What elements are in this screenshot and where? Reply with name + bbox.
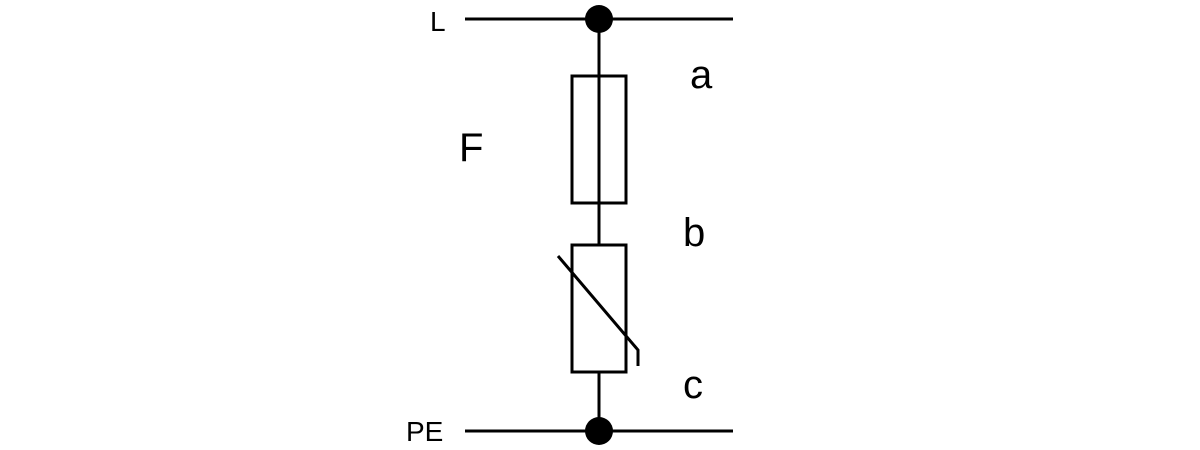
varistor-body xyxy=(570,243,628,374)
junction-dot-top xyxy=(585,5,613,33)
point-b-label: b xyxy=(683,211,705,255)
line-label: L xyxy=(430,6,446,37)
varistor-symbol xyxy=(556,243,640,374)
point-c-label: c xyxy=(683,363,703,407)
junction-dot-bottom xyxy=(585,417,613,445)
varistor-nonlinear-line xyxy=(556,255,640,366)
point-a-label: a xyxy=(690,53,713,97)
pe-label: PE xyxy=(406,416,443,447)
fuse-label: F xyxy=(459,126,483,170)
fuse-symbol xyxy=(570,74,628,205)
